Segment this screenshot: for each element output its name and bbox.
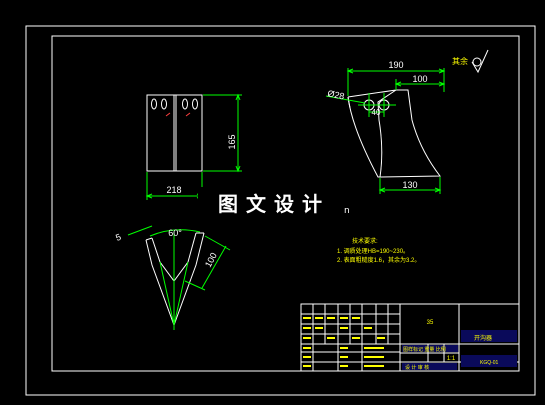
front-height-dimension <box>203 93 242 173</box>
top-length-label: 100 <box>203 251 219 269</box>
watermark: 图文设计 <box>198 187 350 217</box>
tech-note-line-2: 2. 表面粗糙度1.6，其余为3.2。 <box>337 256 420 264</box>
top-view-center-lines <box>127 225 201 330</box>
side-view <box>347 89 442 178</box>
front-height-label: 165 <box>227 134 237 149</box>
drawing-frame <box>51 35 520 372</box>
sheet-border <box>25 25 536 396</box>
tech-notes-heading: 技术要求: <box>352 237 378 245</box>
side-bottom-dimension <box>378 177 442 194</box>
title-block-small-text <box>303 317 385 367</box>
title-block-drawing-no: KGQ-01 <box>480 360 499 366</box>
top-length-dimension <box>184 235 231 291</box>
side-bottom-width-label: 130 <box>402 180 417 190</box>
hole-diameter-label: Ø28 <box>327 88 346 101</box>
title-block-material: 35 <box>427 320 434 326</box>
tech-note-line-1: 1. 调质处理HB=190~230。 <box>337 247 409 255</box>
title-block <box>300 303 520 372</box>
hole-diameter-leader <box>325 95 366 104</box>
top-view <box>145 232 205 327</box>
side-top-width-label: 190 <box>388 60 403 70</box>
front-view <box>146 94 203 172</box>
watermark-mark: n <box>344 206 350 216</box>
top-angle-label: 60° <box>168 228 182 238</box>
roughness-label: 其余 <box>452 56 468 66</box>
title-block-scale: 1:1 <box>447 356 456 362</box>
top-thickness-label: 5 <box>114 232 122 243</box>
hole-spacing-dimension <box>368 108 385 116</box>
title-block-sign-labels: 设 计 审 核 <box>405 364 429 371</box>
front-width-label: 218 <box>166 185 181 195</box>
side-width-dimension <box>346 68 446 96</box>
title-block-cells <box>402 330 517 370</box>
hole-spacing-label: 40 <box>372 108 381 117</box>
side-inner-width-label: 100 <box>412 74 427 84</box>
roughness-symbol-icon <box>471 49 489 74</box>
title-block-part-name: 开沟器 <box>474 334 492 342</box>
title-block-row-labels: 图样标记 重量 比例 <box>403 346 446 353</box>
